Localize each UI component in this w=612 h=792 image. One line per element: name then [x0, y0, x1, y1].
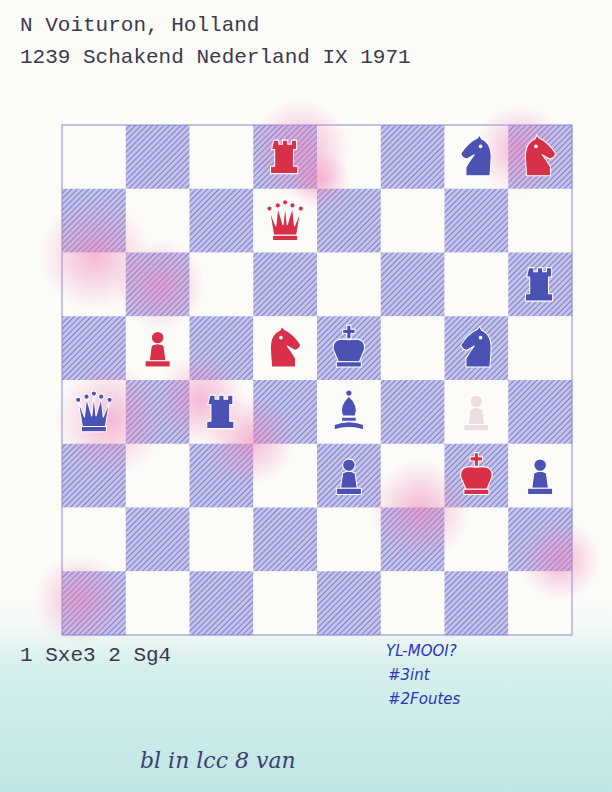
king-piece [333, 325, 364, 367]
source-line: 1239 Schakend Nederland IX 1971 [20, 46, 411, 69]
dark-square [126, 125, 190, 189]
handwritten-note: #2Foutes [388, 690, 460, 708]
rook-piece [270, 140, 297, 173]
pawn-piece [528, 459, 553, 495]
dark-square [126, 508, 190, 572]
light-square [381, 189, 445, 253]
problem-author: N Voituron, Holland [20, 14, 259, 37]
dark-square [381, 125, 445, 189]
pawn-piece [145, 331, 170, 367]
pawn-piece [336, 459, 361, 495]
queen-piece [267, 200, 304, 241]
knight-piece [461, 135, 491, 176]
dark-square [317, 571, 381, 635]
light-square [253, 316, 317, 380]
king-piece [461, 453, 492, 495]
knight-piece [525, 135, 555, 176]
light-square [317, 253, 381, 317]
pawn-piece [464, 395, 489, 431]
light-square [445, 253, 509, 317]
handwritten-note: YL-MOOI? [386, 642, 457, 660]
light-square [317, 380, 381, 444]
light-square [508, 316, 572, 380]
dark-square [445, 316, 509, 380]
light-square [381, 316, 445, 380]
dark-square [445, 189, 509, 253]
dark-square [508, 253, 572, 317]
rook-piece [525, 268, 552, 301]
light-square [445, 380, 509, 444]
dark-square [190, 189, 254, 253]
knight-piece [461, 326, 491, 367]
dark-square [508, 380, 572, 444]
dark-square [253, 253, 317, 317]
solution-line: 1 Sxe3 2 Sg4 [20, 644, 171, 667]
dark-square [253, 508, 317, 572]
bishop-piece [334, 390, 363, 430]
light-square [381, 571, 445, 635]
rook-piece [207, 395, 234, 428]
light-square [190, 125, 254, 189]
dark-square [381, 380, 445, 444]
light-square [126, 571, 190, 635]
light-square [62, 125, 126, 189]
queen-piece [76, 391, 113, 432]
dark-square [190, 571, 254, 635]
light-square [508, 444, 572, 508]
light-square [508, 189, 572, 253]
light-square [190, 508, 254, 572]
dark-square [381, 253, 445, 317]
light-square [253, 571, 317, 635]
dark-square [317, 316, 381, 380]
knight-piece [270, 326, 300, 367]
handwritten-note: #3int [388, 666, 430, 684]
handwritten-note: bl in lcc 8 van [140, 748, 296, 773]
dark-square [445, 571, 509, 635]
